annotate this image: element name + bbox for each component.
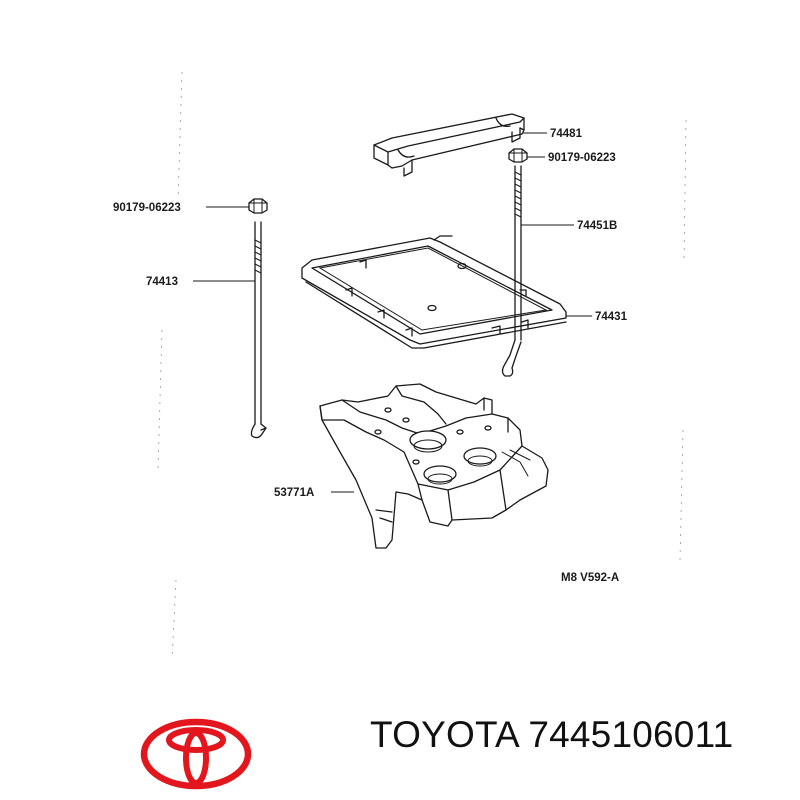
scan-guide-lines [157,71,687,661]
nut-right-drawing [508,148,528,163]
exploded-parts-diagram: 74481 90179-06223 90179-06223 74451B 744… [113,71,687,661]
label-nut-right: 90179-06223 [548,152,616,164]
label-nut-left: 90179-06223 [113,202,181,214]
part-caption: TOYOTA 7445106011 [370,714,734,755]
rod-left-drawing [250,221,267,439]
label-tray-frame: 74431 [595,311,628,323]
diagram-reference-code: M8 V592-A [561,572,619,584]
tray-frame-drawing [301,235,567,349]
battery-carrier-drawing [319,383,549,549]
label-hold-down-clamp: 74481 [550,128,583,140]
hold-down-clamp-drawing [373,113,525,177]
nut-left-drawing [248,198,268,214]
toyota-logo-icon [140,718,252,790]
label-rod-left: 74413 [146,276,178,288]
label-rod-right: 74451B [577,220,617,232]
label-carrier: 53771A [274,487,314,499]
rod-right-drawing [501,165,522,377]
leader-lines [193,132,592,493]
